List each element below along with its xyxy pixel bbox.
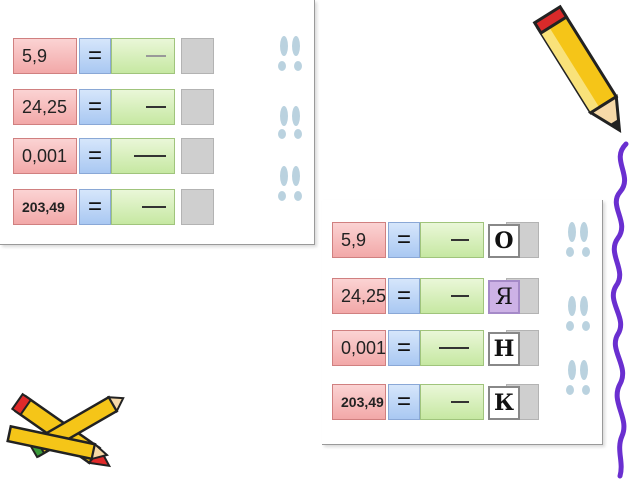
fraction-bar (146, 55, 166, 57)
bunny-icon (566, 222, 590, 395)
answer-letter: Н (488, 332, 520, 366)
answer-letter: О (488, 224, 520, 258)
equals-sign: = (388, 384, 420, 420)
answer-cell[interactable] (111, 38, 175, 74)
fraction-bar (451, 401, 469, 403)
crayons-icon (6, 392, 125, 468)
fraction-bar (142, 206, 166, 208)
answer-cell[interactable] (420, 222, 484, 258)
pencil-icon (532, 4, 622, 133)
bunny-icon (278, 36, 302, 201)
decimal-number-cell: 24,25 (332, 278, 386, 314)
answer-cell[interactable] (420, 330, 484, 366)
answer-box[interactable] (181, 138, 214, 174)
equals-sign: = (388, 222, 420, 258)
decimal-number-cell: 203,49 (13, 189, 77, 225)
left-slide-panel: 5,9 = 24,25 = 0,001 = 203,49 = (0, 0, 315, 245)
answer-cell[interactable] (111, 138, 175, 174)
answer-cell[interactable] (111, 89, 175, 125)
decimal-number-cell: 5,9 (13, 38, 77, 74)
fraction-bar (134, 155, 166, 157)
fraction-bar (146, 106, 166, 108)
answer-cell[interactable] (420, 278, 484, 314)
equals-sign: = (79, 138, 111, 174)
decimal-number-cell: 5,9 (332, 222, 386, 258)
decimal-number-cell: 24,25 (13, 89, 77, 125)
answer-cell[interactable] (420, 384, 484, 420)
right-slide-panel: 5,9 = О 24,25 = Я 0,001 = Н 203,49 = К (322, 200, 603, 445)
answer-box[interactable] (181, 189, 214, 225)
answer-cell[interactable] (111, 189, 175, 225)
equals-sign: = (79, 38, 111, 74)
wavy-line-decoration (610, 141, 629, 479)
answer-box[interactable] (181, 89, 214, 125)
equals-sign: = (388, 278, 420, 314)
equals-sign: = (388, 330, 420, 366)
equals-sign: = (79, 189, 111, 225)
fraction-bar (439, 347, 469, 349)
fraction-bar (451, 295, 469, 297)
answer-letter: Я (488, 280, 520, 314)
equals-sign: = (79, 89, 111, 125)
decimal-number-cell: 203,49 (332, 384, 386, 420)
answer-letter: К (488, 386, 520, 420)
answer-box[interactable] (181, 38, 214, 74)
fraction-bar (451, 239, 469, 241)
decimal-number-cell: 0,001 (332, 330, 386, 366)
decimal-number-cell: 0,001 (13, 138, 77, 174)
